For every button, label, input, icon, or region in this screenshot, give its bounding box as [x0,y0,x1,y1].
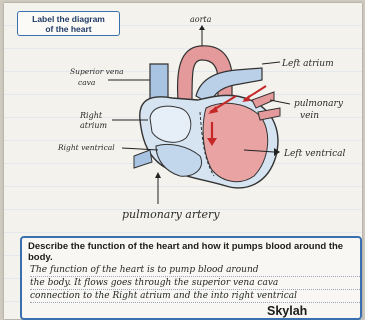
pointer-aorta-head [199,25,205,30]
pointer-pulmonary-artery-head [155,172,161,178]
answer-line-1: The function of the heart is to pump blo… [30,265,360,277]
label-pulmonary-vein-1: pulmonary [294,99,344,109]
label-left-atrium: Left atrium [281,59,334,69]
label-svc-2: cava [78,78,95,87]
label-right-atrium-1: Right [79,111,103,120]
label-pulmonary-artery: pulmonary artery [122,208,220,221]
label-left-ventricle: Left ventrical [283,149,346,159]
label-pulmonary-vein-2: vein [300,111,319,121]
answer-line-2: the body. It flows goes through the supe… [30,278,360,290]
pointer-left-atrium [262,62,280,64]
student-name: Skylah [267,304,307,318]
answer-line-3: connection to the Right atrium and the i… [30,291,360,303]
question-text: Describe the function of the heart and h… [28,241,358,263]
right-atrium-chamber [150,106,191,142]
label-right-atrium-2: atrium [80,121,108,130]
pointer-pulmonary-vein [270,100,290,104]
label-aorta: aorta [190,15,212,24]
label-right-ventricle: Right ventrical [57,143,115,152]
label-svc-1: Superior vena [70,67,124,76]
inferior-vena-cava [134,150,152,168]
answer-box: Describe the function of the heart and h… [20,236,362,320]
